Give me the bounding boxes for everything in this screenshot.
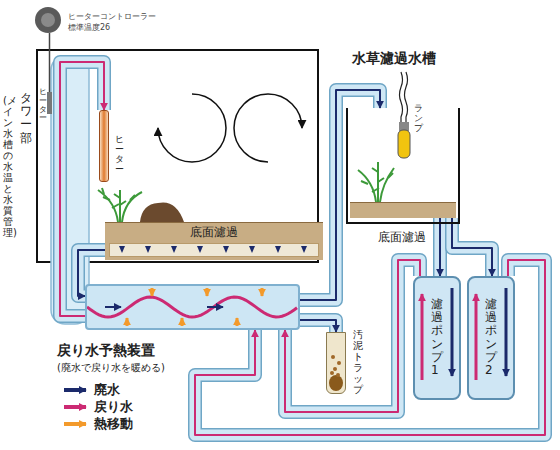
component-label: 底面濾過 (378, 230, 426, 244)
bottom-filter: 底面濾過 (350, 202, 456, 218)
component-note: (廃水で戻り水を暖める) (57, 362, 165, 374)
component-label: 戻り水予熱装置 (57, 342, 155, 359)
component-label: ヒーター (115, 135, 124, 175)
heater-label: ヒーター (39, 88, 47, 123)
pipe-connector (440, 218, 441, 276)
water-plant (98, 188, 142, 222)
heater-controller: ヒーターコントローラー標準温度26 (34, 6, 184, 36)
legend-row: 戻り水 (62, 398, 133, 415)
filter-pump: 濾過ポンプ1 (413, 276, 461, 400)
pipe-connector (452, 218, 492, 276)
bottom-filter: 底面濾過 (105, 222, 323, 260)
heater: ヒーター (99, 110, 109, 182)
legend-text: 熱移動 (94, 416, 133, 432)
legend-arrow (62, 401, 88, 413)
plant-filter-tank: 底面濾過水草濾過水槽 (346, 108, 460, 224)
lamp (398, 130, 410, 158)
component-label: 底面濾過 (105, 225, 323, 239)
heat-exchange-coil (87, 286, 298, 328)
section-label: タワー部 (20, 92, 32, 145)
water-plant (358, 162, 394, 202)
lamp-cable (405, 72, 408, 124)
tower-heater (47, 92, 52, 114)
filter-pump: 濾過ポンプ2 (467, 276, 515, 400)
pipe-connector (285, 260, 420, 412)
pipe-connector (60, 62, 104, 316)
lamp-cable (400, 72, 403, 124)
component-label: 汚泥トラップ (353, 329, 363, 395)
component-label: 濾過ポンプ2 (485, 298, 497, 377)
filter-plate (109, 243, 319, 257)
legend-row: 廃水 (62, 381, 133, 398)
legend-arrow (62, 418, 88, 430)
rock (140, 202, 184, 222)
sludge (327, 333, 345, 393)
controller-dial (34, 6, 62, 34)
component-label: ヒーターコントローラー (68, 12, 156, 22)
component-label: 水草濾過水槽 (352, 50, 436, 67)
circulation-arrow (158, 94, 226, 162)
controller-cable (49, 33, 51, 92)
legend-arrow (62, 384, 88, 396)
lamp-label: ランプ (414, 104, 423, 134)
pipe-connector (300, 320, 336, 332)
legend-text: 廃水 (94, 382, 120, 398)
component-note: 標準温度26 (68, 23, 110, 33)
legend-text: 戻り水 (94, 399, 133, 415)
legend: 廃水戻り水熱移動 (62, 381, 133, 432)
sludge-trap: 汚泥トラップ (326, 332, 346, 394)
pipe-connector (300, 90, 380, 300)
circulation-arrow (234, 94, 302, 162)
preheater: 戻り水予熱装置(廃水で戻り水を暖める) (85, 284, 300, 330)
component-label: 濾過ポンプ1 (431, 298, 443, 377)
note-label: (メイン水槽の水温と水質管理) (3, 95, 13, 238)
flow-arrows (110, 244, 310, 256)
legend-row: 熱移動 (62, 415, 133, 432)
